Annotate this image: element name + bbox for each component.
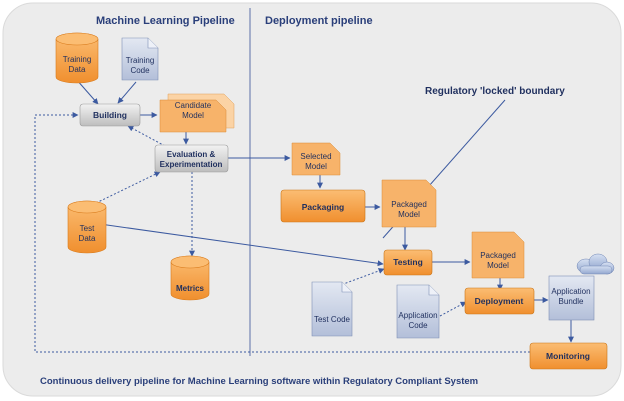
packaging-label: Packaging [302,202,345,212]
packaging-box [280,189,366,223]
application-bundle-label-1: Application [551,287,590,296]
test-data-label-1: Test [80,224,95,233]
deployment-node[interactable]: Deployment [464,287,535,315]
candidate-model-label-2: Model [182,111,204,120]
evaluation-label-2: Experimentation [160,160,223,169]
cloud-icon [576,253,615,275]
packaged-model-2-label-1: Packaged [480,251,516,260]
metrics-cylinder-top [170,255,210,269]
packaged-model-2-label-2: Model [487,261,509,270]
deployment-label: Deployment [475,296,524,306]
connector-testcode-testing [337,268,385,287]
monitoring-node[interactable]: Monitoring [529,342,608,370]
training-code-label-2: Code [130,66,150,75]
packaged-model-1-label-1: Packaged [391,200,427,209]
test-code-node[interactable]: Test Code [311,281,353,337]
metrics-node[interactable]: Metrics [170,255,210,301]
diagram-caption: Continuous delivery pipeline for Machine… [40,376,478,387]
test-data-node[interactable]: Test Data [67,200,107,254]
training-code-document [121,37,159,81]
selected-model-shape [291,142,341,176]
deployment-box [464,287,535,315]
connector-appcode-deployment [439,301,467,317]
application-bundle-node[interactable]: Application Bundle [548,253,615,321]
testing-box [383,249,433,276]
regulatory-boundary-label: Regulatory 'locked' boundary [425,86,565,97]
training-data-label-2: Data [69,65,86,74]
deployment-pipeline-title: Deployment pipeline [265,15,373,27]
training-data-cylinder-top [55,32,99,46]
test-data-cylinder-top [67,200,107,214]
evaluation-node[interactable]: Evaluation & Experimentation [154,144,229,173]
building-label: Building [93,110,127,120]
monitoring-box [529,342,608,370]
training-code-label-1: Training [126,56,155,65]
connector-monitoring-feedback [34,112,530,353]
metrics-label: Metrics [176,284,205,293]
evaluation-label-1: Evaluation & [167,150,216,159]
packaging-node[interactable]: Packaging [280,189,366,223]
application-bundle-box [548,275,595,321]
application-code-fold [428,285,439,296]
training-data-label-1: Training [63,55,92,64]
packaged-model-node-2[interactable]: Packaged Model [471,231,525,279]
application-code-label-2: Code [408,321,428,330]
selected-model-node[interactable]: Selected Model [291,142,341,176]
application-code-document [396,284,440,339]
testing-node[interactable]: Testing [383,249,433,276]
connector-test-data-testing [99,223,384,267]
evaluation-box [154,144,229,173]
packaged-model-node-1[interactable]: Packaged Model [381,179,437,228]
connector-evaluation-building [127,125,166,147]
connector-training-code-building [117,81,137,104]
selected-model-label-1: Selected [300,152,331,161]
candidate-model-stack-front [159,99,227,133]
test-code-fold [341,282,352,293]
test-data-label-2: Data [79,234,96,243]
training-code-node[interactable]: Training Code [121,37,159,81]
ml-pipeline-title: Machine Learning Pipeline [96,15,235,27]
packaged-model-1-shape [381,179,437,228]
test-code-label: Test Code [314,315,351,324]
application-code-node[interactable]: Application Code [396,284,440,339]
testing-label: Testing [393,257,423,267]
training-code-fold [147,38,158,49]
application-code-label-1: Application [398,311,437,320]
training-data-node[interactable]: Training Data [55,32,99,84]
building-node[interactable]: Building [79,103,141,127]
candidate-model-node[interactable]: Candidate Model [159,93,235,133]
packaged-model-2-shape [471,231,525,279]
test-code-document [311,281,353,337]
monitoring-label: Monitoring [546,351,590,361]
building-box [79,103,141,127]
selected-model-label-2: Model [305,162,327,171]
candidate-model-label-1: Candidate [175,101,212,110]
packaged-model-1-label-2: Model [398,210,420,219]
application-bundle-label-2: Bundle [559,297,584,306]
